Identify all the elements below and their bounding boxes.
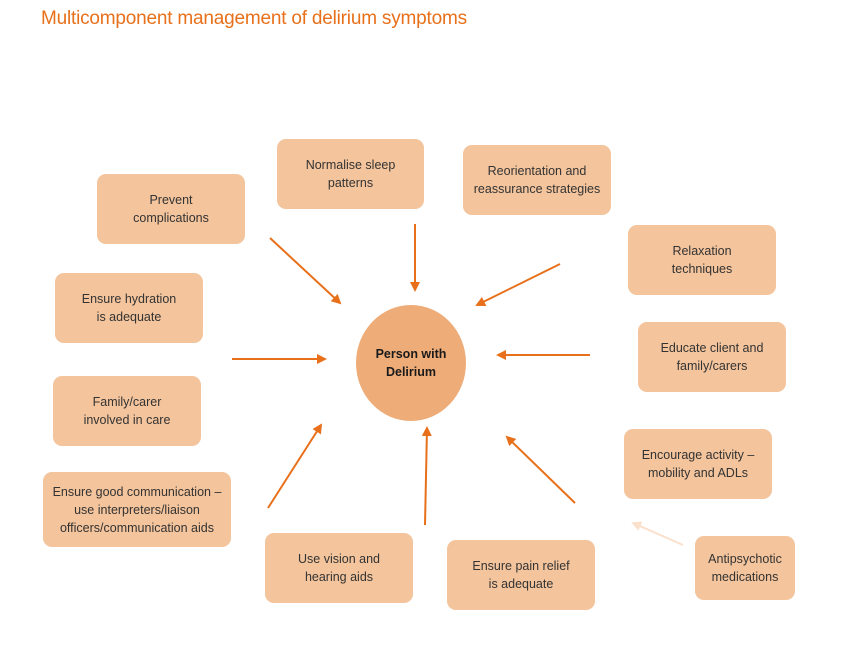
node-educate: Educate client and family/carers — [638, 322, 786, 392]
node-family-carer: Family/carer involved in care — [53, 376, 201, 446]
arrow-from-reorientation — [475, 263, 561, 306]
node-encourage-activity: Encourage activity – mobility and ADLs — [624, 429, 772, 499]
center-node: Person with Delirium — [356, 305, 466, 421]
node-vision-hearing: Use vision and hearing aids — [265, 533, 413, 603]
arrow-from-prevent-complications — [269, 237, 342, 305]
node-good-communication: Ensure good communication – use interpre… — [43, 472, 231, 547]
node-pain-relief: Ensure pain relief is adequate — [447, 540, 595, 610]
node-relaxation: Relaxation techniques — [628, 225, 776, 295]
arrow-from-good-communication — [267, 423, 323, 509]
arrow-from-pain-relief — [505, 435, 576, 504]
node-normalise-sleep: Normalise sleep patterns — [277, 139, 424, 209]
diagram-title: Multicomponent management of delirium sy… — [41, 8, 467, 29]
node-antipsychotic: Antipsychotic medications — [695, 536, 795, 600]
node-prevent-complications: Prevent complications — [97, 174, 245, 244]
arrow-from-antipsychotic — [631, 521, 684, 546]
node-ensure-hydration: Ensure hydration is adequate — [55, 273, 203, 343]
arrow-from-vision-hearing — [421, 426, 432, 526]
node-reorientation: Reorientation and reassurance strategies — [463, 145, 611, 215]
